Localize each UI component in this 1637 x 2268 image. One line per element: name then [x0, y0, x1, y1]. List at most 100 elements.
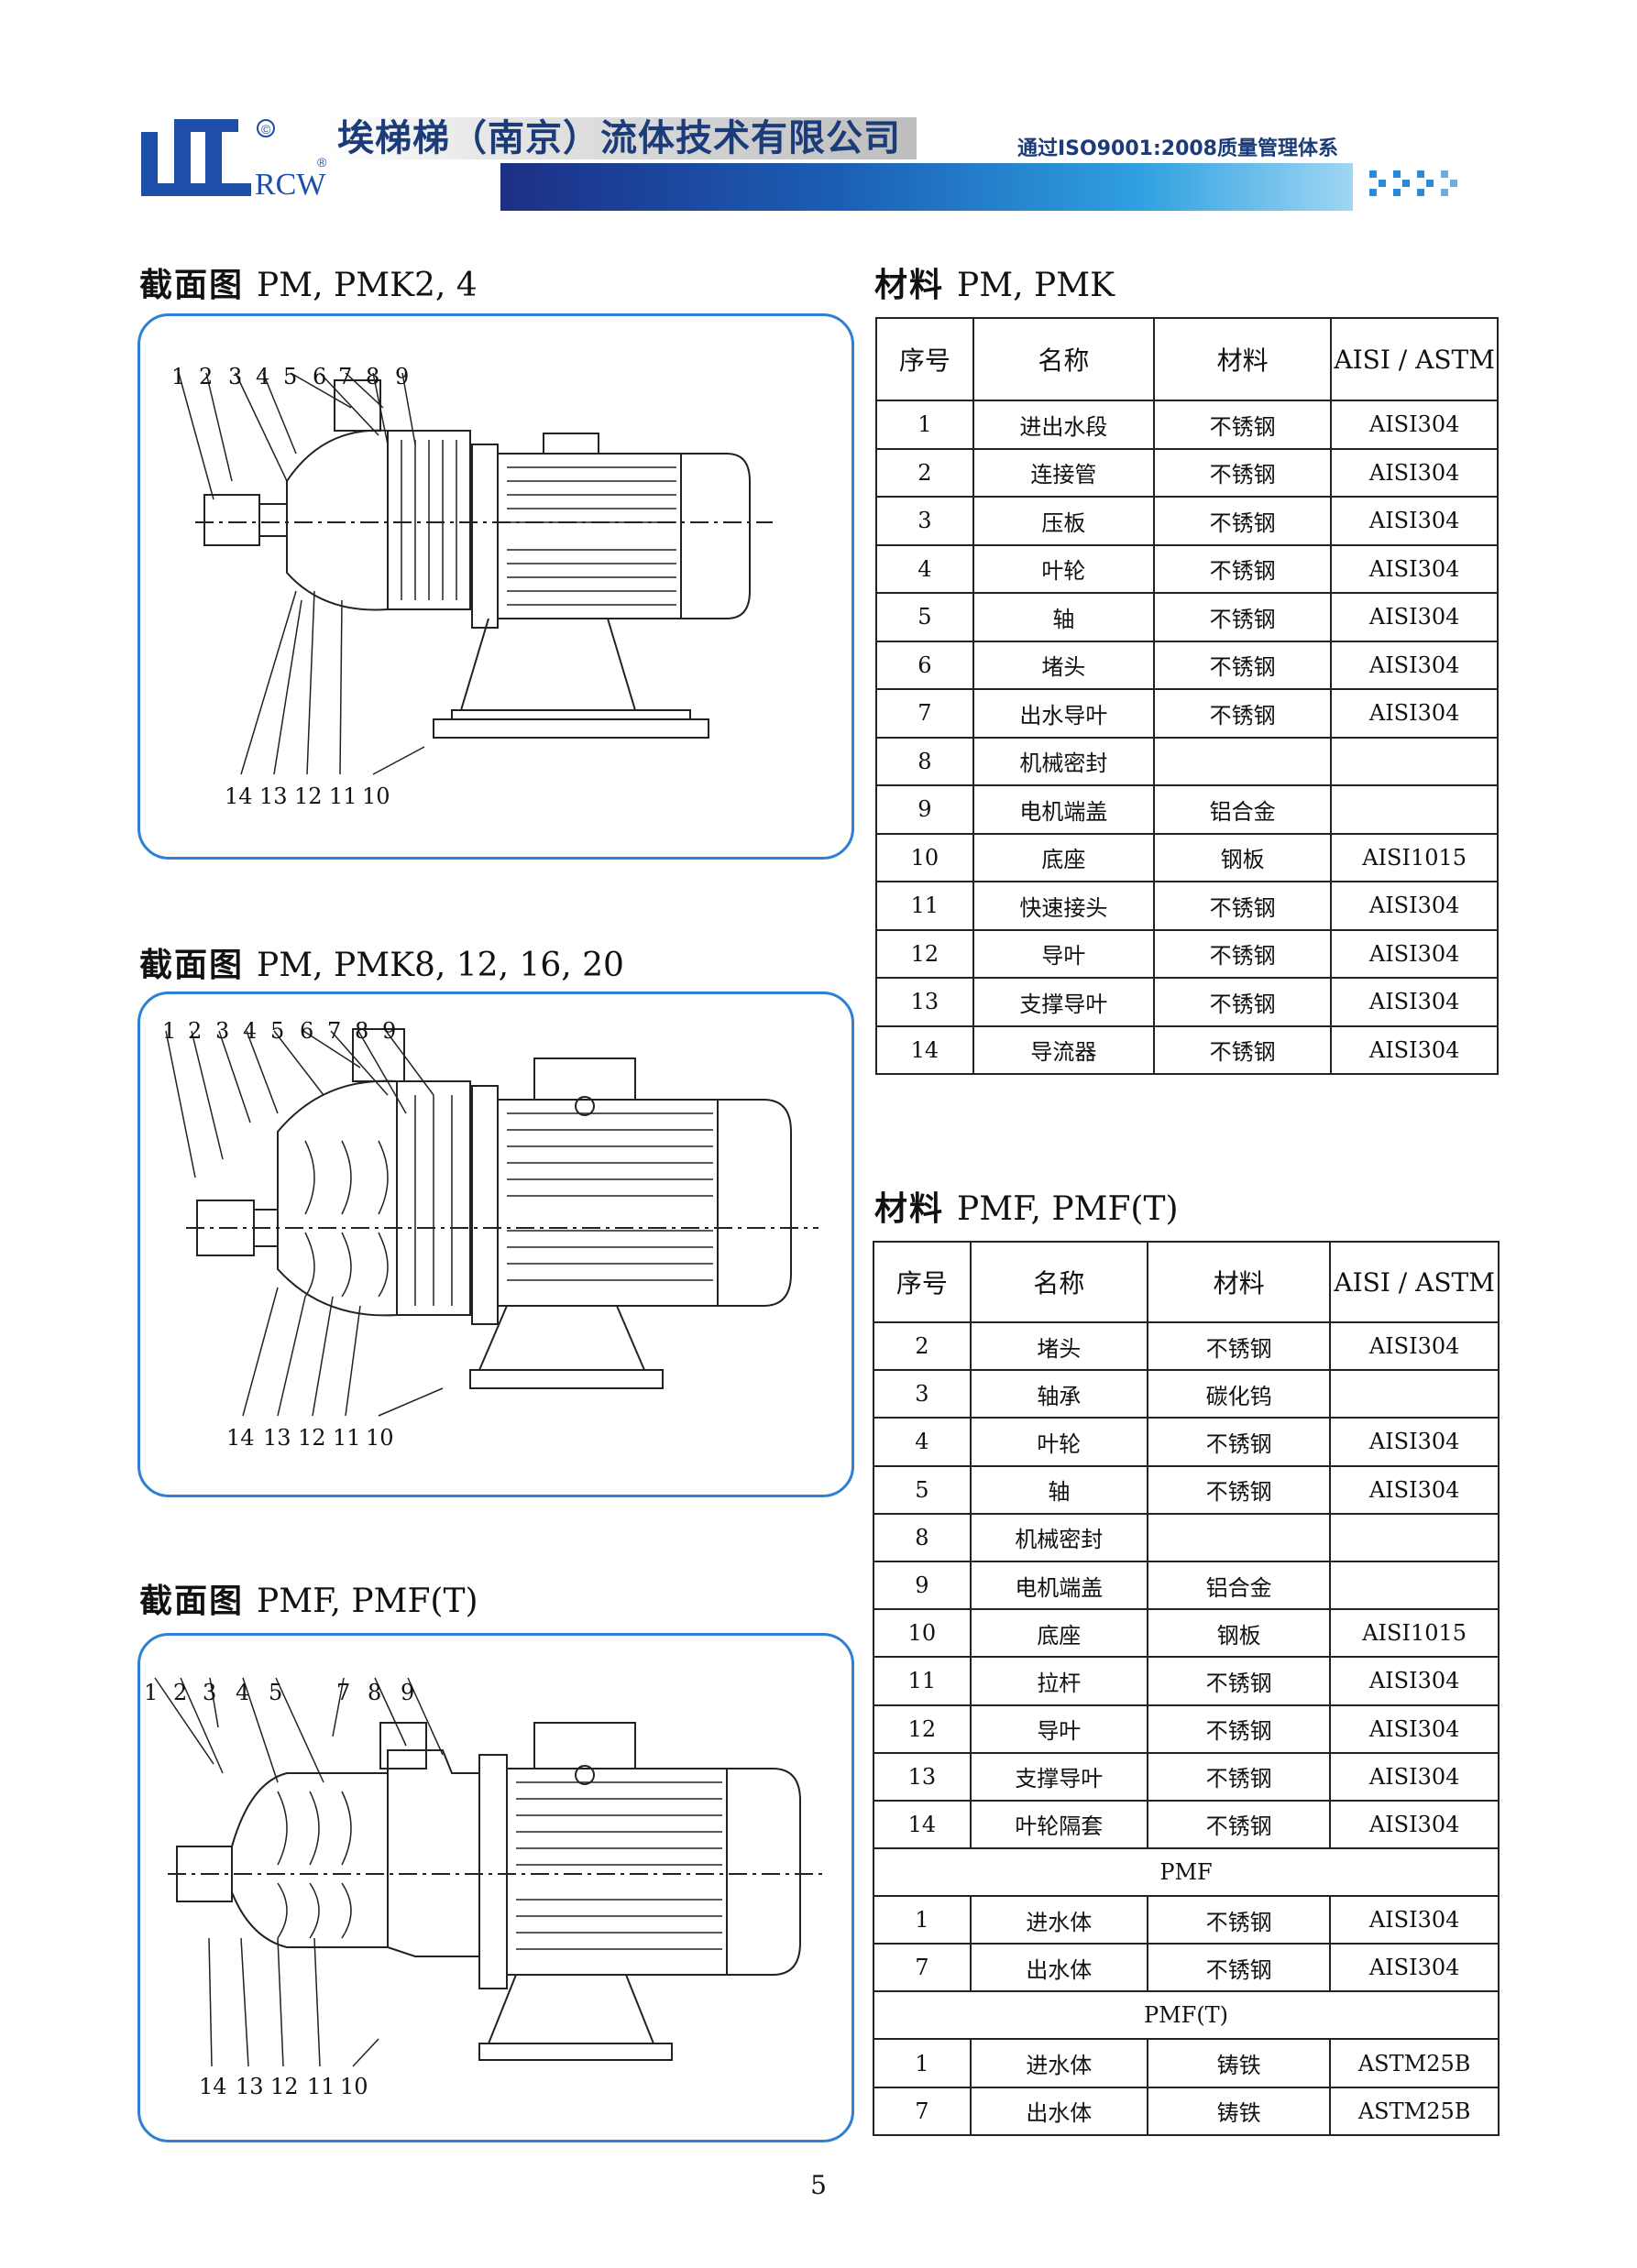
cell-standard: AISI1015 [1330, 832, 1499, 882]
cell-number: 7 [873, 1943, 972, 1993]
cell-standard: AISI304 [1329, 1320, 1500, 1372]
part-label: 10 [366, 1425, 394, 1451]
cell-standard: AISI304 [1329, 1417, 1500, 1467]
part-label: 14 [199, 2074, 227, 2099]
cell-name: 堵头 [969, 1320, 1148, 1372]
cell-number: 3 [875, 496, 974, 546]
part-label: 13 [259, 783, 288, 809]
cell-number: 1 [875, 400, 974, 450]
cell-standard: AISI304 [1330, 640, 1499, 690]
part-label: 8 [366, 364, 380, 389]
cell-name: 导叶 [969, 1704, 1148, 1754]
cell-number: 6 [875, 640, 974, 690]
cell-material: 碳化钨 [1146, 1369, 1332, 1419]
cell-name: 机械密封 [972, 736, 1155, 786]
heading-label: 材料 [874, 267, 945, 304]
part-label: 3 [228, 364, 243, 389]
cell-standard: AISI304 [1330, 592, 1499, 642]
cell-number: 7 [875, 688, 974, 739]
cell-standard: AISI304 [1330, 543, 1499, 594]
part-label: 3 [215, 1018, 230, 1044]
cell-name: 导叶 [972, 928, 1155, 979]
part-label: 12 [294, 783, 323, 809]
cell-number: 12 [873, 1704, 972, 1754]
cell-standard: AISI304 [1329, 1656, 1500, 1706]
cell-standard: ASTM25B [1329, 2038, 1500, 2088]
cell-number: 1 [873, 1895, 972, 1945]
cell-name: 导流器 [972, 1024, 1155, 1075]
cell-material: 不锈钢 [1146, 1943, 1332, 1993]
cell-name: 支撑导叶 [969, 1751, 1148, 1802]
cell-number: 10 [873, 1608, 972, 1659]
part-label: 7 [338, 364, 353, 389]
company-name: 埃梯梯（南京）流体技术有限公司 [330, 117, 917, 159]
cell-name: 机械密封 [969, 1512, 1148, 1562]
cell-material: 不锈钢 [1152, 543, 1333, 594]
cell-material: 不锈钢 [1146, 1464, 1332, 1515]
cell-standard: ASTM25B [1329, 2086, 1500, 2136]
cell-material: 不锈钢 [1146, 1320, 1332, 1372]
cell-material: 不锈钢 [1152, 928, 1333, 979]
cell-standard [1329, 1512, 1500, 1562]
cell-material: 铝合金 [1146, 1560, 1332, 1611]
cell-standard [1330, 784, 1499, 835]
cell-material: 钢板 [1146, 1608, 1332, 1659]
cell-number: 9 [873, 1560, 972, 1611]
cell-number: 11 [875, 881, 974, 931]
table-group-row: PMF(T) [873, 1990, 1500, 2041]
cell-standard: AISI304 [1330, 977, 1499, 1027]
cell-material [1146, 1512, 1332, 1562]
part-label: 3 [203, 1680, 217, 1705]
cell-name: 底座 [969, 1608, 1148, 1659]
part-label: 9 [382, 1018, 397, 1044]
part-label: 9 [401, 1680, 415, 1705]
company-logo: RCW © ® [137, 112, 348, 213]
cell-standard: AISI304 [1329, 1799, 1500, 1850]
column-header: 名称 [972, 317, 1155, 401]
part-label: 11 [329, 783, 357, 809]
part-label: 7 [336, 1680, 351, 1705]
part-label: 12 [270, 2074, 299, 2099]
cell-number: 9 [875, 784, 974, 835]
cell-number: 14 [875, 1024, 974, 1075]
logo-text: RCW [255, 168, 326, 202]
part-label: 4 [256, 364, 270, 389]
heading-label: 材料 [874, 1190, 945, 1228]
cell-standard: AISI304 [1329, 1943, 1500, 1993]
cell-material: 不锈钢 [1152, 688, 1333, 739]
cell-name: 叶轮 [969, 1417, 1148, 1467]
part-label: 8 [355, 1018, 369, 1044]
part-label: 2 [199, 364, 214, 389]
cell-name: 电机端盖 [972, 784, 1155, 835]
cell-name: 轴 [972, 592, 1155, 642]
cell-number: 13 [873, 1751, 972, 1802]
cell-number: 2 [873, 1320, 972, 1372]
cell-standard: AISI304 [1329, 1751, 1500, 1802]
cell-name: 快速接头 [972, 881, 1155, 931]
part-label: 1 [171, 364, 186, 389]
heading-model: PMF, PMF(T) [257, 1583, 478, 1620]
part-label: 14 [225, 783, 253, 809]
cell-material: 铸铁 [1146, 2038, 1332, 2088]
heading-label: 截面图 [139, 267, 245, 304]
column-header: 序号 [875, 317, 974, 401]
cell-material: 不锈钢 [1152, 592, 1333, 642]
cell-standard: AISI304 [1330, 1024, 1499, 1075]
svg-text:©: © [261, 122, 271, 137]
